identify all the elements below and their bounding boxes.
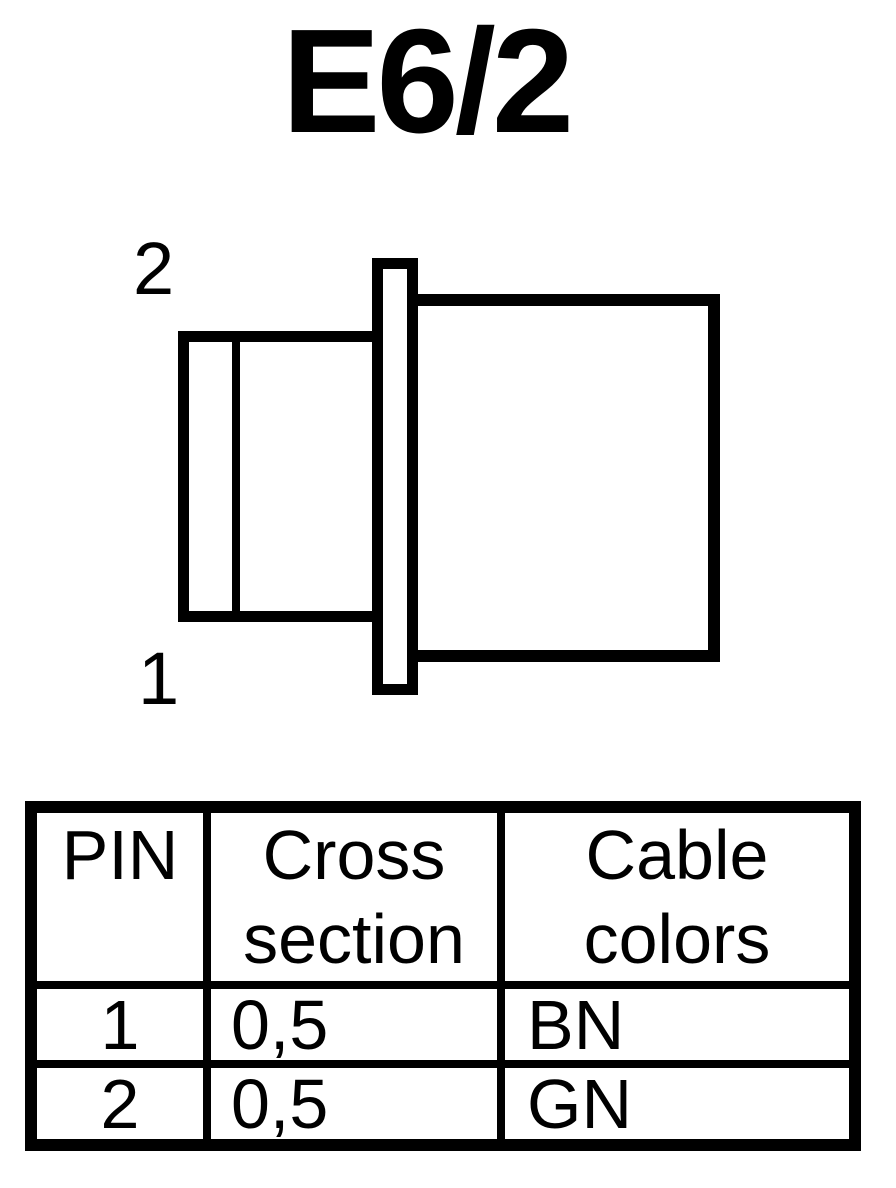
pin-table: PIN Cross section Cable colors 1 0,5 BN … (25, 801, 861, 1151)
pin-number-cell: 1 (33, 985, 207, 1064)
cross-section-cell: 0,5 (207, 985, 501, 1064)
connector-flange (372, 258, 418, 695)
pin-number-cell: 2 (33, 1064, 207, 1143)
col-header-cable-colors: Cable colors (501, 809, 853, 985)
pin-table-header: PIN Cross section Cable colors (33, 809, 853, 985)
table-row: 1 0,5 BN (33, 985, 853, 1064)
cable-color-cell: BN (501, 985, 853, 1064)
table-row: 2 0,5 GN (33, 1064, 853, 1143)
pin-label-2: 2 (133, 227, 175, 310)
page-title: E6/2 (281, 0, 574, 164)
header-row: PIN Cross section Cable colors (33, 809, 853, 985)
connector-body-right (408, 294, 720, 662)
pin-label-1: 1 (138, 637, 180, 720)
col-header-pin: PIN (33, 809, 207, 985)
col-header-cross-section: Cross section (207, 809, 501, 985)
connector-body-left (178, 331, 378, 622)
cable-color-cell: GN (501, 1064, 853, 1143)
cross-section-cell: 0,5 (207, 1064, 501, 1143)
connector-diagram: 2 1 (133, 227, 720, 720)
connector-contact-divider (232, 342, 240, 611)
pin-table-body: 1 0,5 BN 2 0,5 GN (33, 985, 853, 1143)
